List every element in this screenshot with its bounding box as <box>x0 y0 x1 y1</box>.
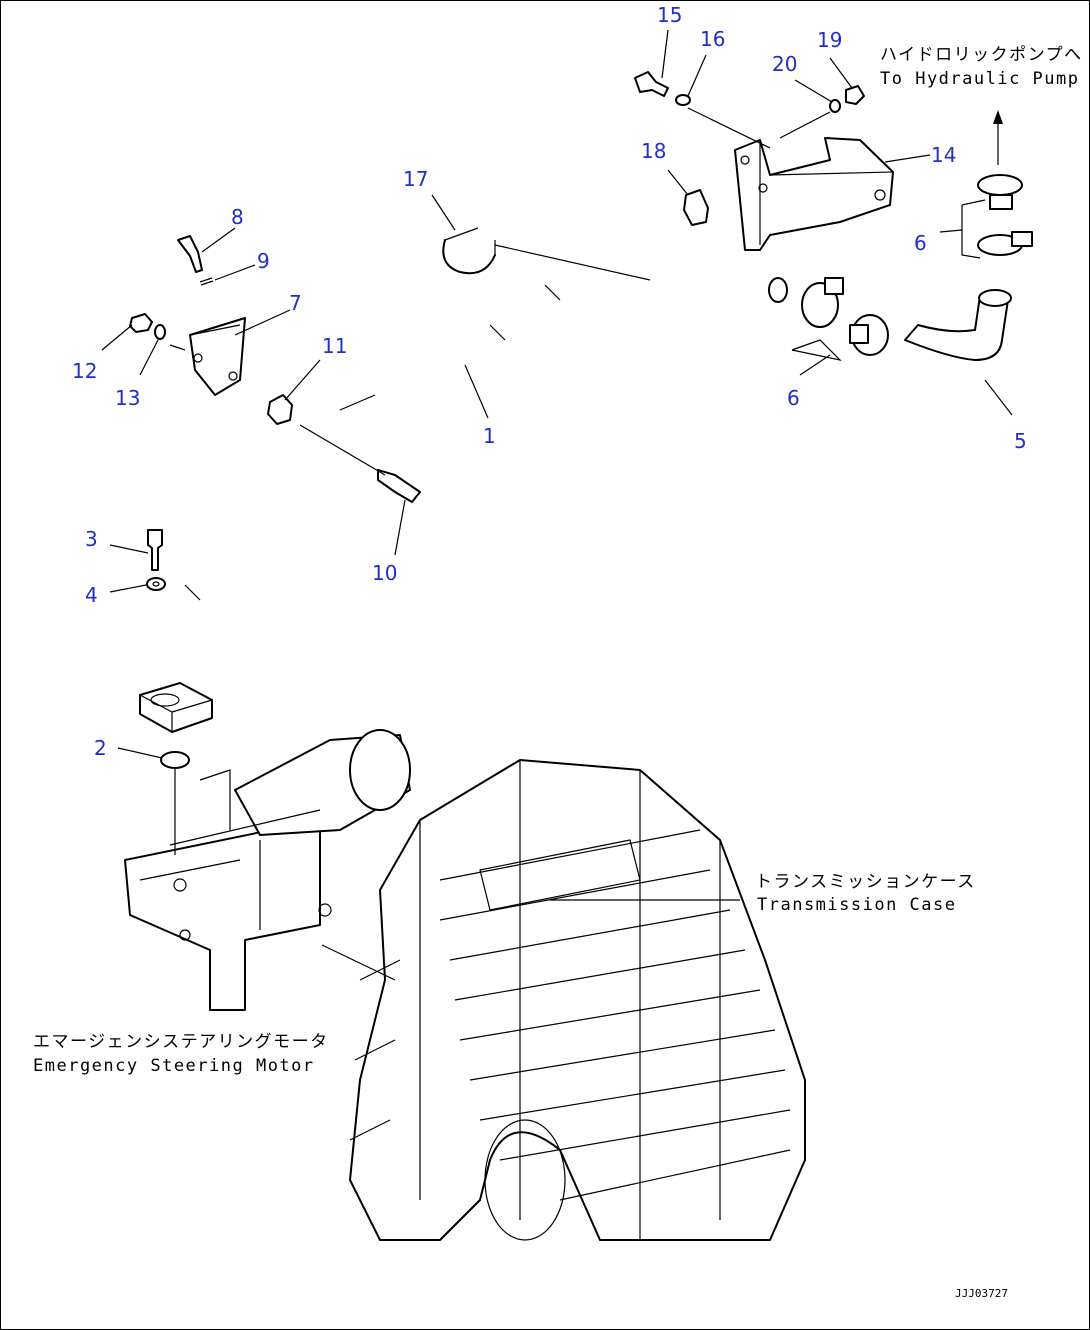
callout-16: 16 <box>700 27 725 51</box>
callout-4: 4 <box>85 583 98 607</box>
callout-2: 2 <box>94 736 107 760</box>
callout-17: 17 <box>403 167 428 191</box>
callout-13: 13 <box>115 386 140 410</box>
callout-9: 9 <box>257 249 270 273</box>
bracket-part-14 <box>734 137 894 251</box>
pipe-part-1 <box>151 217 788 691</box>
transmission-case-drawing <box>349 759 806 1241</box>
callout-1: 1 <box>483 424 496 448</box>
callout-11: 11 <box>322 334 347 358</box>
callout-19: 19 <box>817 28 842 52</box>
nut-part-12 <box>129 313 153 333</box>
clamp-part-10 <box>377 469 421 503</box>
leader-lines <box>101 29 1013 981</box>
callout-10: 10 <box>372 561 397 585</box>
washer-part-13 <box>154 324 166 340</box>
bracket-part-7 <box>189 317 246 396</box>
text-labels: ハイドロリックポンプへ To Hydraulic Pump トランスミッションケ… <box>33 45 1083 1300</box>
emergency-steering-motor-drawing <box>124 729 411 1011</box>
hose-clamp-part-6-upper <box>977 174 1033 256</box>
ubolt-part-17 <box>442 227 496 275</box>
callout-12: 12 <box>72 359 97 383</box>
label-hydraulic-pump-jp: ハイドロリックポンプへ <box>880 45 1083 65</box>
label-transmission-case-en: Transmission Case <box>757 895 957 915</box>
callout-20: 20 <box>772 52 797 76</box>
pipe-flange <box>139 682 213 733</box>
callout-6-lower: 6 <box>787 386 800 410</box>
clip-part-18 <box>683 189 709 226</box>
label-steering-motor-jp: エマージェンシステアリングモータ <box>33 1032 329 1052</box>
callout-14: 14 <box>931 143 956 167</box>
hose-clamp-part-6-lower <box>801 277 889 356</box>
washer-part-4 <box>146 577 166 591</box>
label-hydraulic-pump-en: To Hydraulic Pump <box>880 69 1080 89</box>
washer-part-20 <box>829 99 841 113</box>
callout-3: 3 <box>85 527 98 551</box>
bolt-part-15 <box>634 71 669 97</box>
callout-numbers: 15 16 19 20 18 14 17 8 9 7 6 12 13 11 1 … <box>72 3 1027 760</box>
oring-part-2 <box>160 751 190 769</box>
hose-part-5 <box>904 289 1012 361</box>
label-steering-motor-en: Emergency Steering Motor <box>33 1056 315 1076</box>
nut-part-19 <box>845 85 865 105</box>
bolt-part-3 <box>147 529 163 571</box>
drawing-code: JJJ03727 <box>955 1287 1008 1300</box>
clip-part-11 <box>267 394 293 425</box>
label-transmission-case-jp: トランスミッションケース <box>755 872 976 892</box>
callout-5: 5 <box>1014 429 1027 453</box>
callout-18: 18 <box>641 139 666 163</box>
callout-8: 8 <box>231 205 244 229</box>
washer-part-16 <box>675 94 691 106</box>
bolt-part-8 <box>177 235 214 286</box>
callout-6-upper: 6 <box>914 231 927 255</box>
callout-7: 7 <box>289 291 302 315</box>
callout-15: 15 <box>657 3 682 27</box>
